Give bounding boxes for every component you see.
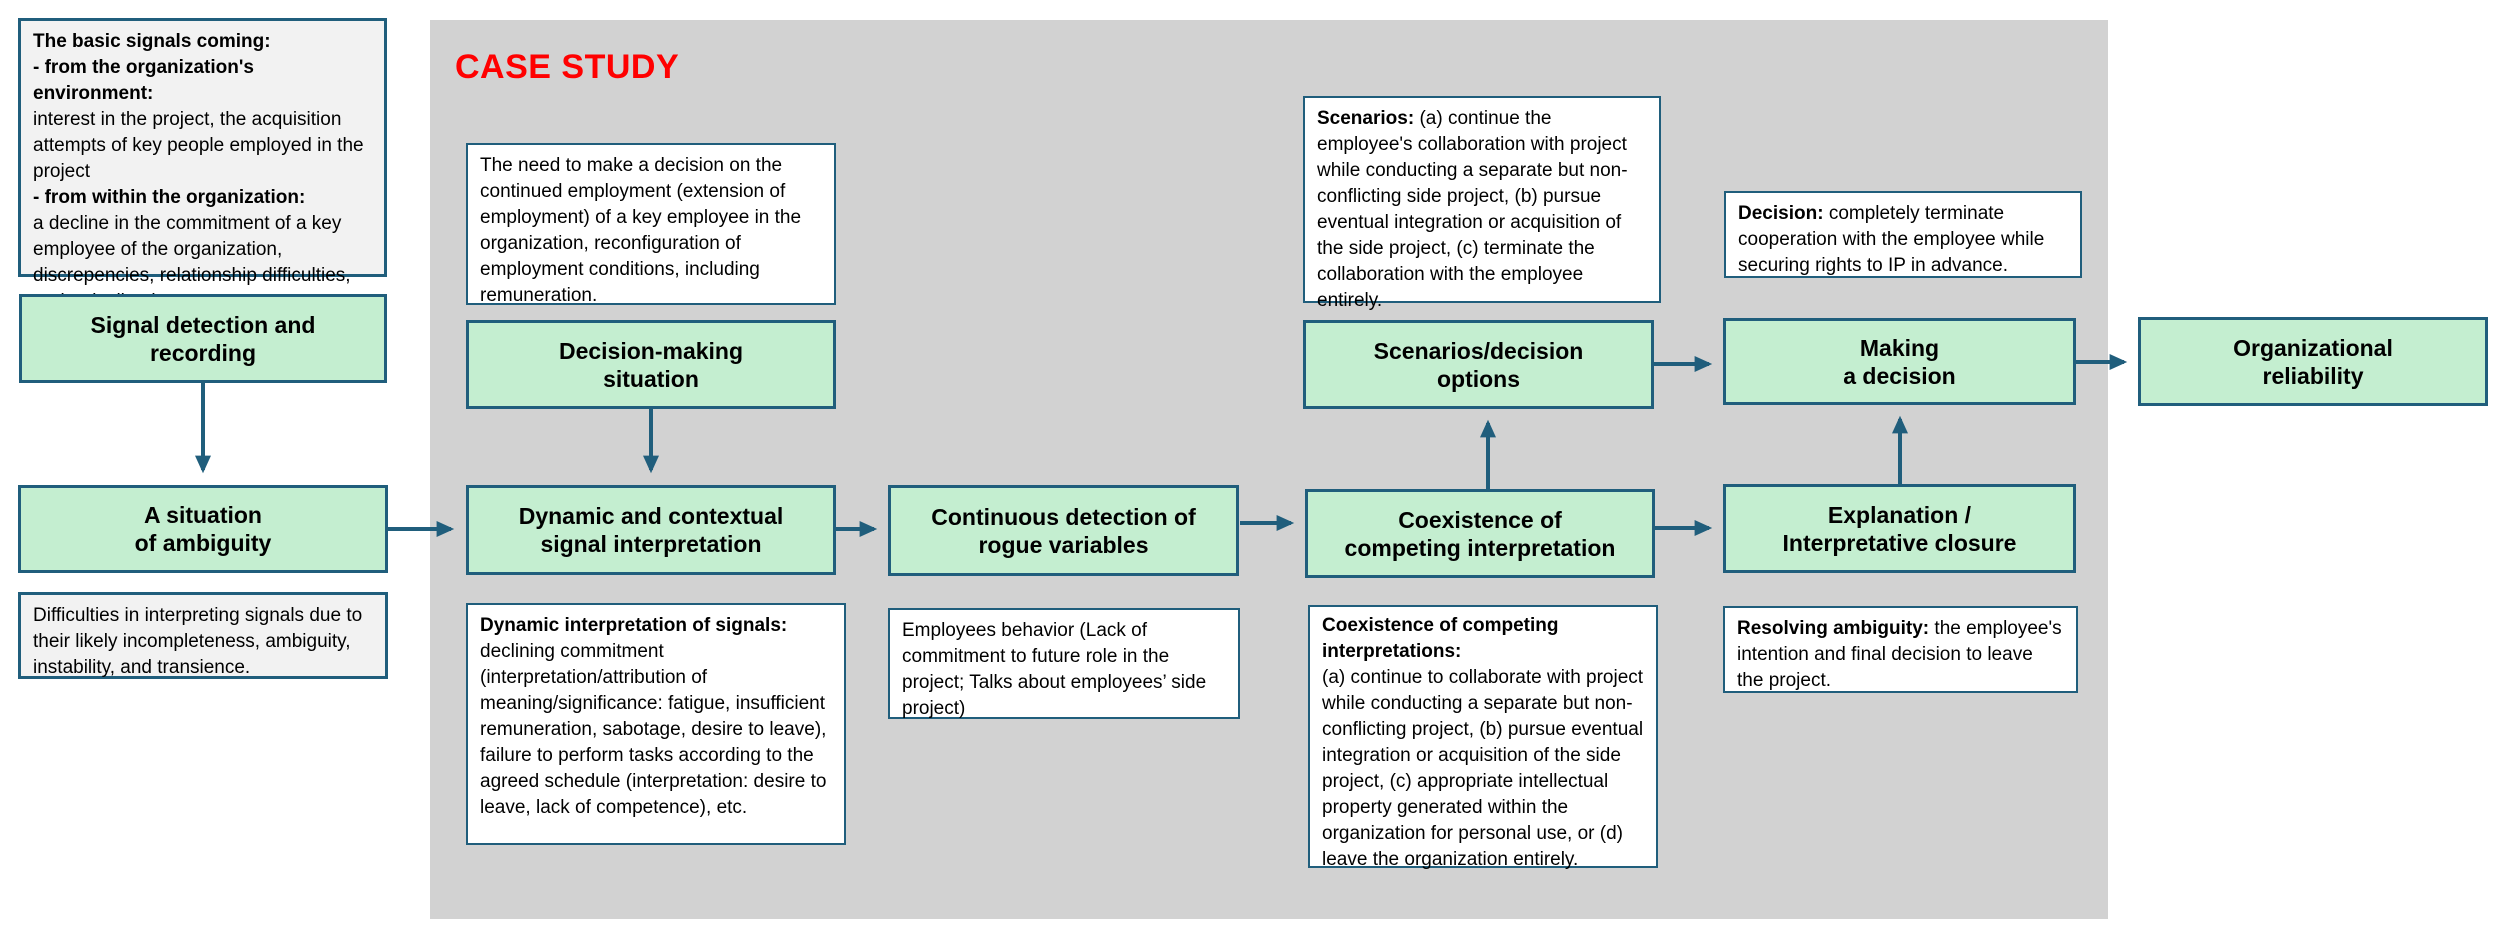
- note-basic-signals: The basic signals coming: - from the org…: [18, 18, 387, 312]
- stage-making-a-decision: Making a decision: [1723, 318, 2076, 405]
- note-resolving-ambiguity-label: Resolving ambiguity:: [1737, 618, 1930, 639]
- note-basic-signals-org-label: - from within the organization:: [33, 187, 306, 208]
- note-basic-signals-env-text: interest in the project, the acquisition…: [33, 109, 364, 182]
- note-dynamic-signals: Dynamic interpretation of signals: decli…: [466, 603, 846, 845]
- note-need-decision: The need to make a decision on the conti…: [466, 143, 836, 306]
- note-need-decision-text: The need to make a decision on the conti…: [480, 155, 802, 306]
- note-scenarios-label: Scenarios:: [1317, 108, 1415, 129]
- note-basic-signals-title: The basic signals coming:: [33, 31, 271, 52]
- stage-decision-making-situation: Decision-making situation: [466, 320, 836, 409]
- note-scenarios: Scenarios: (a) continue the employee's c…: [1303, 96, 1661, 311]
- note-basic-signals-env-label: - from the organization's environment:: [33, 57, 254, 104]
- stage-situation-of-ambiguity: A situation of ambiguity: [18, 485, 388, 573]
- note-employees-behavior-text: Employees behavior (Lack of commitment t…: [902, 620, 1207, 719]
- note-coexistence-interpretations: Coexistence of competing interpretations…: [1308, 605, 1658, 870]
- note-resolving-ambiguity-text: the employee's intention and final decis…: [1737, 618, 2062, 691]
- note-dynamic-signals-text: declining commitment (interpretation/att…: [480, 641, 827, 818]
- note-coexistence-interpretations-label: Coexistence of competing interpretations…: [1322, 615, 1559, 662]
- note-difficulties: Difficulties in interpreting signals due…: [18, 592, 388, 679]
- case-study-title: CASE STUDY: [455, 48, 680, 86]
- note-coexistence-interpretations-text: (a) continue to collaborate with project…: [1322, 667, 1644, 870]
- note-employees-behavior: Employees behavior (Lack of commitment t…: [888, 608, 1240, 719]
- stage-coexistence-competing-interpretation: Coexistence of competing interpretation: [1305, 489, 1655, 578]
- stage-signal-detection: Signal detection and recording: [19, 294, 387, 383]
- stage-explanation-interpretative-closure: Explanation / Interpretative closure: [1723, 484, 2076, 573]
- note-scenarios-text: (a) continue the employee's collaboratio…: [1317, 108, 1628, 311]
- note-resolving-ambiguity: Resolving ambiguity: the employee's inte…: [1723, 606, 2078, 693]
- stage-dynamic-contextual-interpretation: Dynamic and contextual signal interpreta…: [466, 485, 836, 575]
- stage-rogue-variables-detection: Continuous detection of rogue variables: [888, 485, 1239, 576]
- note-decision: Decision: completely terminate cooperati…: [1724, 191, 2082, 278]
- stage-scenarios-decision-options: Scenarios/decision options: [1303, 320, 1654, 409]
- note-decision-label: Decision:: [1738, 203, 1824, 224]
- note-decision-text: completely terminate cooperation with th…: [1738, 203, 2045, 276]
- note-difficulties-text: Difficulties in interpreting signals due…: [33, 605, 363, 678]
- stage-organizational-reliability: Organizational reliability: [2138, 317, 2488, 406]
- note-dynamic-signals-label: Dynamic interpretation of signals:: [480, 615, 788, 636]
